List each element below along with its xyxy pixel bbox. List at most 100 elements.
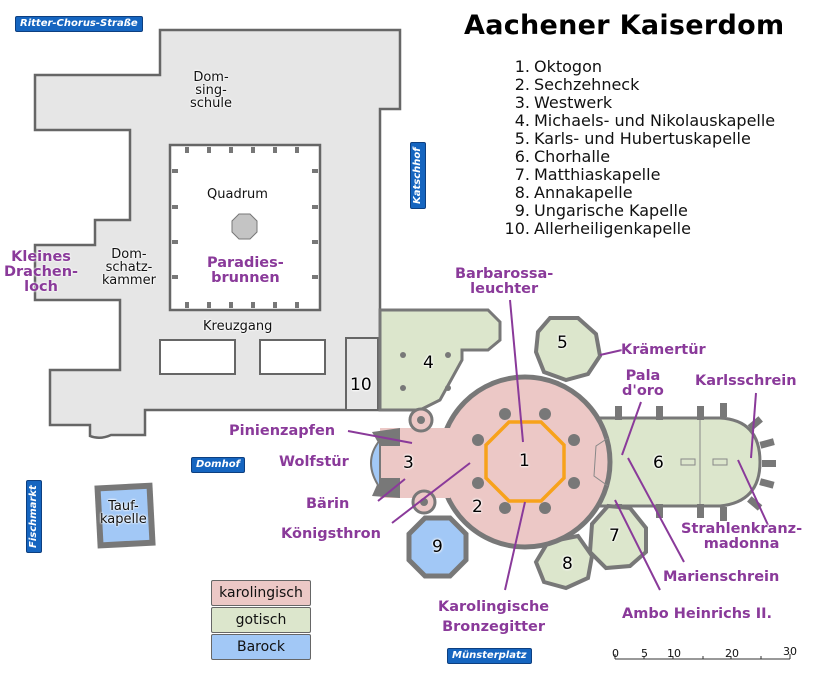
section-4-shape [378,308,502,412]
section-7-shape [587,503,648,571]
poi-pala-doro: Pala d'oro [622,369,664,399]
street-label-fischmarkt: Fischmarkt [26,480,42,553]
section-number-1: 1 [519,451,530,471]
label-line: d'oro [622,383,664,399]
stair-core-north [417,416,425,424]
section-1-octagon [484,420,566,503]
poi-paradiesbrunnen: Paradies- brunnen [207,256,284,286]
legend-name: Karls- und Hubertuskapelle [534,129,751,148]
chapel-4-pillars [400,352,451,391]
section-5-shape [533,316,603,383]
legend-name: Matthiaskapelle [534,165,661,184]
label-line: Barbarossa- [455,266,554,282]
building-legend: 1.Oktogon 2.Sechzehneck 3.Westwerk 4.Mic… [498,58,776,238]
section-8-shape [533,533,595,591]
section-10-shape [345,337,379,411]
poi-karlsschrein: Karlsschrein [695,373,797,389]
section-number-5: 5 [557,333,568,353]
era-legend-karolingisch: karolingisch [211,580,311,606]
section-number-7: 7 [609,526,620,546]
label-line: Drachen- [4,264,79,280]
poi-barbarossaleuchter: Barbarossa- leuchter [455,267,553,297]
legend-name: Chorhalle [534,147,611,166]
section-9-shape [406,515,469,579]
label-line: kapelle [100,512,147,527]
scale-label: 30 [783,645,797,658]
scale-bar [614,654,791,660]
label-line: Paradies- [207,255,284,271]
scale-label: 20 [725,647,739,660]
taufkapelle-shape [94,482,156,549]
label-line: sing- [195,83,227,98]
section-number-10: 10 [350,375,372,395]
legend-item: 3.Westwerk [498,94,775,112]
legend-number: 2. [514,75,530,94]
era-legend-gotisch: gotisch [211,607,311,633]
legend-item: 6.Chorhalle [498,148,775,166]
section-number-9: 9 [432,537,443,557]
poi-kraemertuer: Krämertür [621,342,706,358]
poi-marienschrein: Marienschrein [663,569,780,585]
poi-ambo-heinrichs: Ambo Heinrichs II. [622,606,772,622]
legend-name: Allerheiligenkapelle [534,219,691,238]
legend-name: Michaels- und Nikolauskapelle [534,111,776,130]
label-line: leuchter [470,281,539,297]
legend-number: 9. [514,201,530,220]
legend-item: 9.Ungarische Kapelle [498,202,775,220]
legend-name: Sechzehneck [534,75,640,94]
label-line: Bronzegitter [442,619,546,635]
legend-item: 1.Oktogon [498,58,775,76]
legend-number: 1. [514,57,530,76]
legend-number: 8. [514,183,530,202]
legend-name: Westwerk [534,93,613,112]
legend-item: 10.Allerheiligenkapelle [498,220,775,238]
legend-item: 5.Karls- und Hubertuskapelle [498,130,775,148]
label-line: loch [24,279,58,295]
label-line: brunnen [211,270,280,286]
poi-wolfstuer: Wolfstür [279,454,349,470]
label-line: Tauf- [108,499,139,514]
label-line: Kleines [11,249,71,265]
poi-pinienzapfen: Pinienzapfen [229,423,336,439]
legend-number: 7. [514,165,530,184]
label-domsingschule: Dom- sing- schule [190,71,232,110]
scale-label: 10 [667,647,681,660]
label-line: schatz- [105,260,153,275]
legend-item: 8.Annakapelle [498,184,775,202]
cloister-room-2 [259,339,326,375]
legend-name: Ungarische Kapelle [534,201,688,220]
section-6-shape [598,416,762,508]
label-taufkapelle: Tauf- kapelle [100,500,147,526]
poi-koenigsthron: Königsthron [281,526,381,542]
section-number-8: 8 [562,554,573,574]
poi-strahlenkranzmadonna: Strahlenkranz- madonna [681,522,802,552]
leader-lines [347,299,769,591]
label-line: Karolingische [438,599,550,615]
octagon-pillars [472,408,580,514]
poi-bronzegitter: Karolingische Bronzegitter [438,597,549,637]
legend-number: 5. [514,129,530,148]
label-kreuzgang: Kreuzgang [203,319,273,334]
legend-item: 2.Sechzehneck [498,76,775,94]
section-number-6: 6 [653,453,664,473]
legend-number: 3. [514,93,530,112]
cloister-room-1 [159,339,236,375]
era-legend-barock: Barock [211,634,311,660]
label-line: madonna [703,536,780,552]
label-domschatzkammer: Dom- schatz- kammer [102,248,156,287]
legend-number: 10. [504,219,530,238]
legend-number: 4. [514,111,530,130]
poi-baerin: Bärin [306,496,350,512]
legend-item: 7.Matthiaskapelle [498,166,775,184]
poi-kleines-drachenloch: Kleines Drachen- loch [4,250,78,295]
street-label-ritter-chorus-strasse: Ritter-Chorus-Straße [15,16,143,32]
altar-apse [593,437,609,487]
label-line: Dom- [193,70,229,85]
legend-name: Annakapelle [534,183,633,202]
section-number-4: 4 [423,353,434,373]
label-quadrum: Quadrum [207,187,268,202]
scale-label: 5 [641,647,648,660]
label-line: Pala [625,368,661,384]
fountain [231,213,258,240]
